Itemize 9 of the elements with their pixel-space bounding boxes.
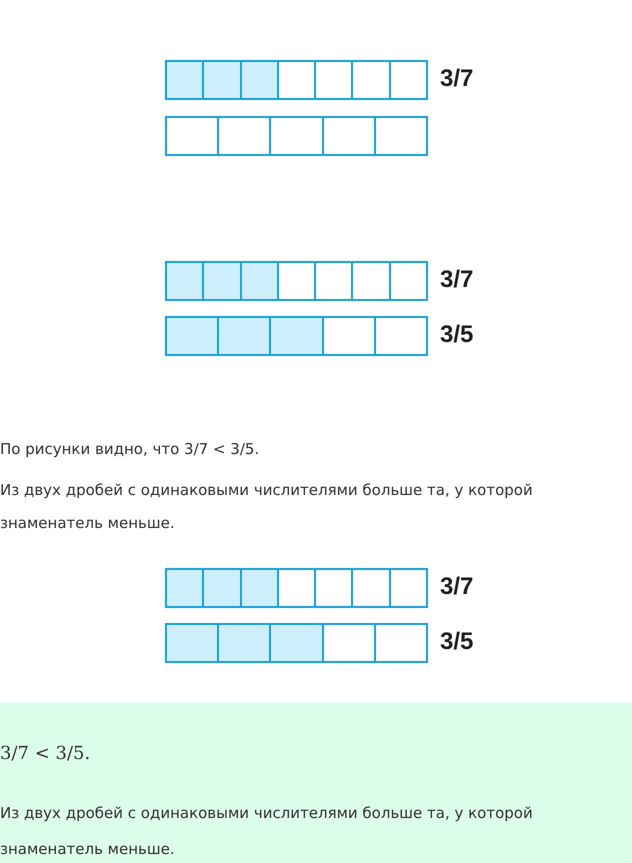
rule-text: Из двух дробей с одинаковыми числителями больше та, у которой знаменатель меньше. bbox=[0, 803, 534, 860]
fraction: 3/7 bbox=[440, 573, 474, 601]
inequality: 3/7 < 3/5. bbox=[0, 743, 92, 764]
fraction: 3/5 bbox=[440, 628, 474, 656]
fraction: 3/7 bbox=[440, 65, 474, 93]
fraction: 3/5 bbox=[440, 321, 474, 349]
fraction: 3/7 bbox=[440, 266, 474, 294]
sentence: По рисунки видно, что 3/7 < 3/5. bbox=[0, 440, 260, 458]
rule-text: Из двух дробей с одинаковыми числителями больше та, у которой знаменатель меньше. bbox=[0, 480, 534, 534]
